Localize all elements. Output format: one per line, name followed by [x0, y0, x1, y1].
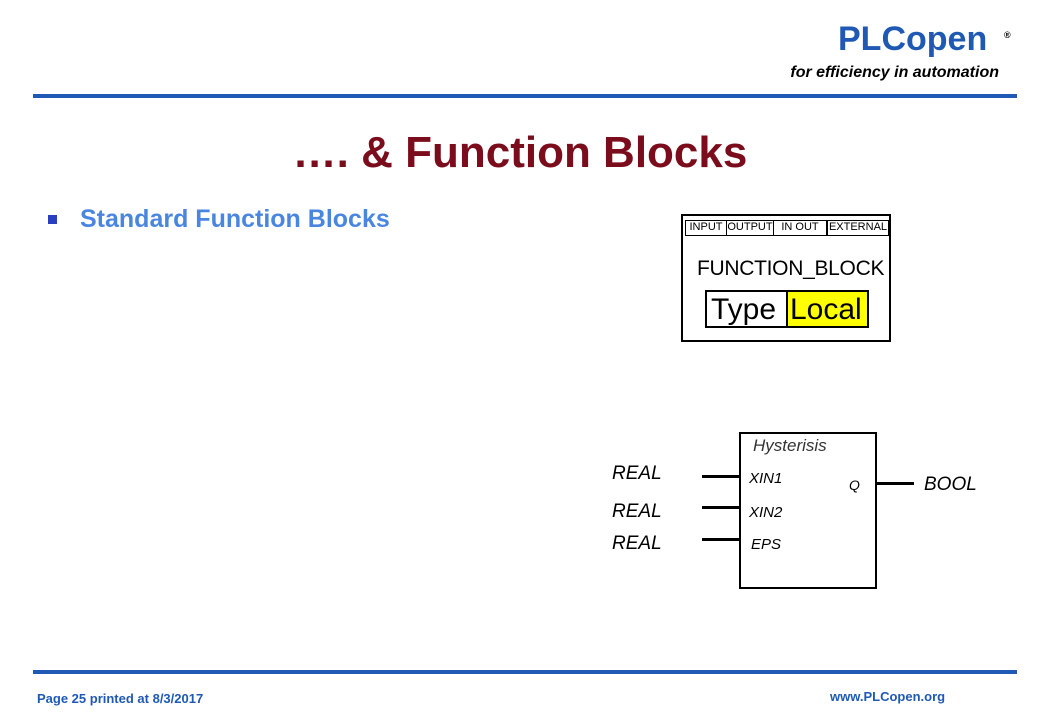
- pin-xin2: XIN2: [749, 504, 783, 521]
- type-local-box: Type Local: [705, 290, 869, 328]
- type-bool-q: BOOL: [924, 474, 977, 495]
- bullet-square-icon: [48, 215, 57, 224]
- pin-eps: EPS: [751, 536, 782, 553]
- local-label: Local: [788, 292, 867, 326]
- input-wire-xin1: [702, 475, 739, 478]
- hysterisis-name: Hysterisis: [753, 436, 827, 455]
- type-real-xin1: REAL: [612, 463, 662, 484]
- output-wire-q: [877, 482, 914, 485]
- slide-title: …. & Function Blocks: [292, 128, 748, 177]
- type-real-xin2: REAL: [612, 501, 662, 522]
- tab-in-out: IN OUT: [773, 220, 827, 236]
- tab-input: INPUT: [685, 220, 727, 236]
- bullet-text: Standard Function Blocks: [80, 205, 390, 233]
- footer-page-info: Page 25 printed at 8/3/2017: [37, 691, 204, 706]
- hysterisis-block: [739, 432, 877, 589]
- registered-mark: ®: [1004, 30, 1011, 40]
- function-block-diagram: INPUT OUTPUT IN OUT EXTERNAL: [681, 214, 891, 342]
- input-wire-eps: [702, 538, 739, 541]
- footer-divider: [33, 670, 1017, 674]
- type-real-eps: REAL: [612, 533, 662, 554]
- type-label: Type: [707, 292, 788, 326]
- plcopen-logo: PLCopen: [838, 20, 988, 58]
- function-block-keyword: FUNCTION_BLOCK: [697, 257, 885, 280]
- footer-url: www.PLCopen.org: [830, 689, 946, 704]
- tab-output: OUTPUT: [726, 220, 774, 236]
- tagline: for efficiency in automation: [790, 64, 999, 81]
- tab-external: EXTERNAL: [827, 220, 889, 236]
- input-wire-xin2: [702, 506, 739, 509]
- header-divider: [33, 94, 1017, 98]
- pin-q: Q: [849, 477, 860, 493]
- pin-xin1: XIN1: [749, 470, 783, 487]
